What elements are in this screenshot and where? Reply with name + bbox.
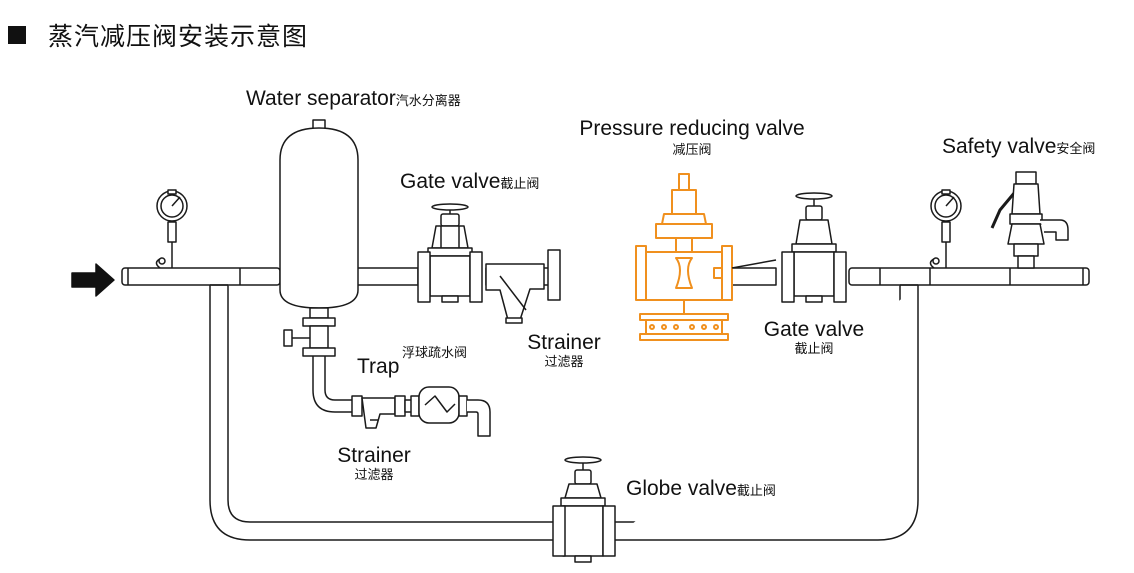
float-trap [410,386,491,437]
strainer-2-en: Strainer [337,444,411,467]
flow-direction-arrow-icon [71,263,115,297]
diagram-heading: 蒸汽减压阀安装示意图 [8,18,308,52]
gate-valve-1 [417,203,483,303]
strainer-1-cn: 过滤器 [544,355,584,370]
safety-valve-en: Safety valve [942,135,1057,158]
globe-valve-label: Globe valve截止阀 [626,478,776,499]
strainer-1-en: Strainer [527,331,601,354]
safety-valve-label: Safety valve安全阀 [942,136,1095,157]
gate-valve-2-cn: 截止阀 [794,342,834,357]
trap-cn: 浮球疏水阀 [402,346,468,361]
water-separator [279,119,359,357]
heading-bullet-square [8,26,26,44]
sensing-line [731,259,777,269]
pressure-gauge-icon [155,189,188,269]
globe-valve [552,456,616,563]
strainer-1-label: Strainer 过滤器 [516,332,612,369]
gate-valve-2-label: Gate valve 截止阀 [758,319,870,356]
trap-cn-label: 浮球疏水阀 [402,344,467,360]
pressure-reducing-valve [635,173,733,341]
trap-en-label: Trap [357,356,399,377]
globe-valve-en: Globe valve [626,477,737,500]
safety-valve [990,171,1069,269]
diagram-title: 蒸汽减压阀安装示意图 [48,22,309,51]
water-separator-label: Water separator汽水分离器 [246,88,461,109]
drain-strainer [351,395,416,429]
safety-valve-cn: 安全阀 [1056,142,1096,157]
water-separator-en: Water separator [246,87,396,110]
gate-valve-1-label: Gate valve截止阀 [400,171,539,192]
prv-cn: 减压阀 [672,143,712,158]
gate-valve-2 [781,192,847,303]
main-pipe [121,267,1090,286]
globe-valve-cn: 截止阀 [736,484,776,499]
gate-valve-1-en: Gate valve [400,170,501,193]
prv-en: Pressure reducing valve [579,117,805,140]
gate-valve-1-cn: 截止阀 [500,177,540,192]
drain-line [312,356,355,413]
pressure-gauge-icon-right [929,189,962,269]
main-strainer [485,249,561,324]
water-separator-cn: 汽水分离器 [395,94,461,109]
strainer-2-cn: 过滤器 [354,468,394,483]
trap-en: Trap [357,355,400,378]
gate-valve-2-en: Gate valve [763,318,865,341]
strainer-2-label: Strainer 过滤器 [326,445,422,482]
prv-label: Pressure reducing valve 减压阀 [576,118,808,157]
